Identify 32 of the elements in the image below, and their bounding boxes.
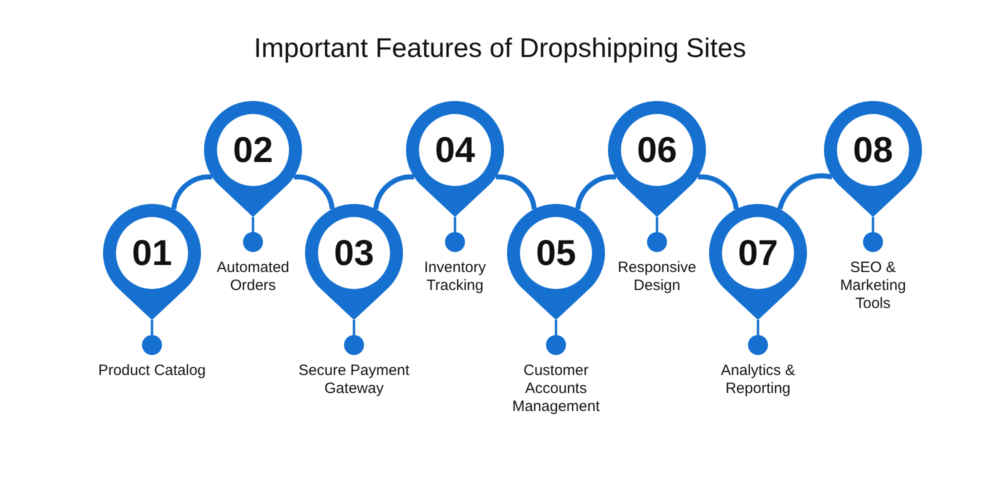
step-number: 08: [852, 132, 894, 168]
connector-arc: [698, 174, 739, 210]
step-number: 06: [636, 132, 678, 168]
step-number: 07: [738, 235, 778, 271]
connector-arc: [373, 174, 414, 210]
step-number: 05: [536, 235, 576, 271]
location-pin: [204, 101, 302, 217]
feature-label: Customer Accounts Management: [509, 355, 603, 416]
location-pin: [103, 204, 201, 320]
feature-label: Responsive Design: [615, 252, 699, 295]
step-number: 01: [132, 235, 172, 271]
feature-label: SEO & Marketing Tools: [837, 252, 909, 313]
step-number: 02: [232, 132, 274, 168]
feature-label: Analytics & Reporting: [718, 355, 798, 398]
location-pin: [608, 101, 706, 217]
feature-label: Product Catalog: [95, 355, 209, 380]
title: Important Features of Dropshipping Sites: [254, 33, 746, 64]
step-number: 03: [334, 235, 374, 271]
connector-arc: [294, 174, 335, 210]
location-pin: [824, 101, 922, 217]
feature-label: Automated Orders: [213, 252, 293, 295]
location-pin: [406, 101, 504, 217]
feature-label: Secure Payment Gateway: [296, 355, 412, 398]
location-pin: [709, 204, 807, 320]
location-pin: [305, 204, 403, 320]
location-pin: [507, 204, 605, 320]
connector-arc: [575, 174, 616, 210]
feature-label: Inventory Tracking: [421, 252, 489, 295]
connector-arc: [496, 174, 537, 210]
step-number: 04: [434, 132, 476, 168]
connector-arc: [171, 174, 212, 210]
connector-arc: [777, 173, 833, 210]
